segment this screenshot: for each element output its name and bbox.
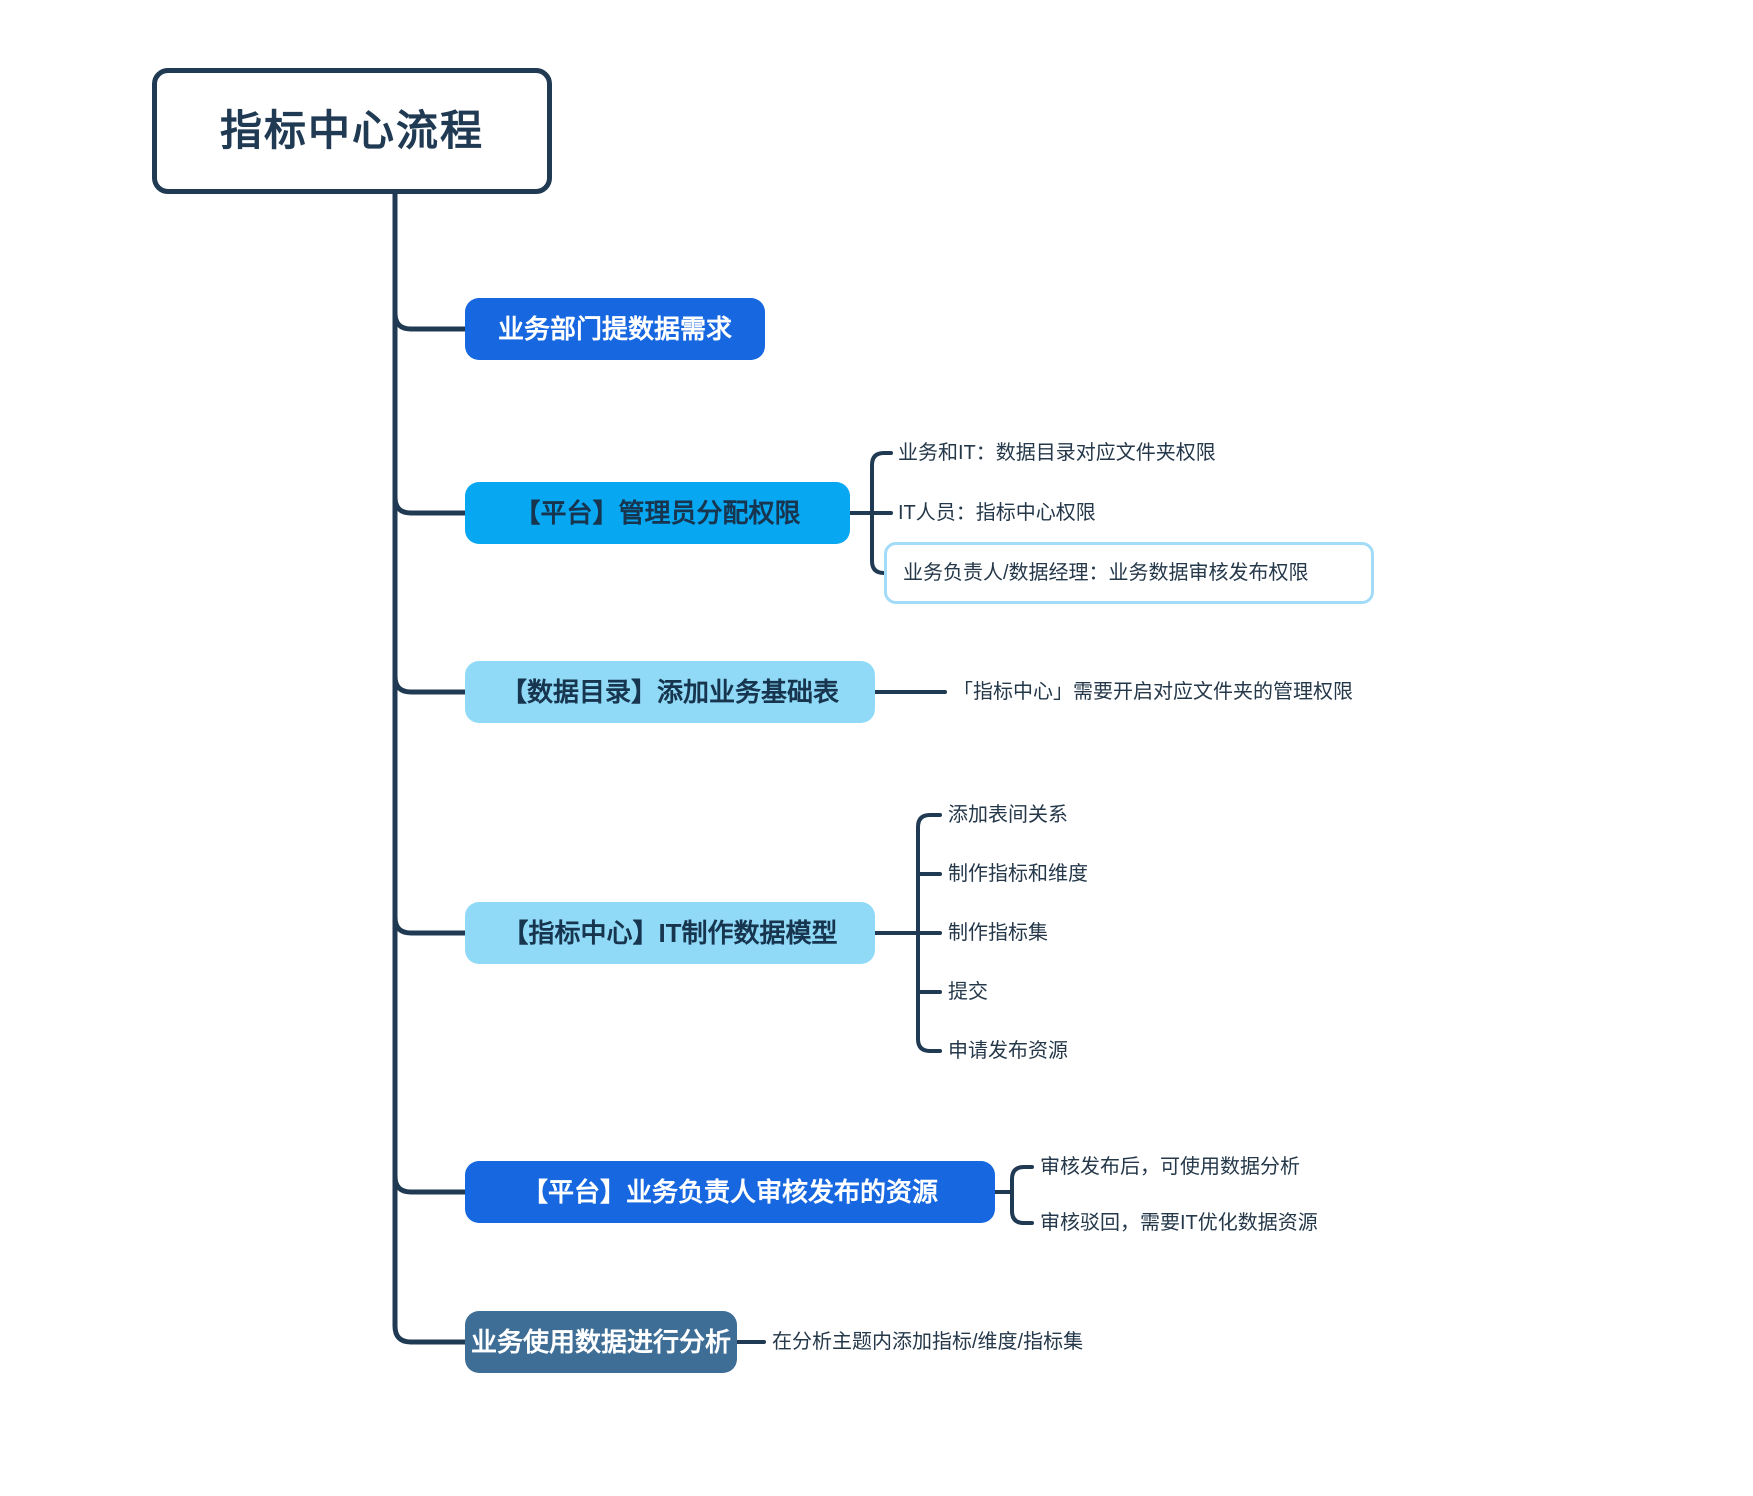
leaf-create-metric-set[interactable]: 制作指标集	[948, 922, 1048, 944]
leaf-create-metrics-and-dimensions[interactable]: 制作指标和维度	[948, 863, 1088, 885]
leaf-metric-center-folder-manage-permission[interactable]: 「指标中心」需要开启对应文件夹的管理权限	[953, 681, 1353, 703]
leaf-apply-publish-resources[interactable]: 申请发布资源	[948, 1040, 1068, 1062]
leaf-business-owner-review-publish-permission[interactable]: 业务负责人/数据经理：业务数据审核发布权限	[884, 542, 1374, 604]
leaf-business-and-it-folder-permission[interactable]: 业务和IT：数据目录对应文件夹权限	[898, 442, 1216, 464]
leaf-review-rejected-it-optimize[interactable]: 审核驳回，需要IT优化数据资源	[1040, 1212, 1318, 1234]
leaf-after-review-use-data-analysis[interactable]: 审核发布后，可使用数据分析	[1040, 1156, 1300, 1178]
node-platform-admin-assign-permissions[interactable]: 【平台】管理员分配权限	[465, 482, 850, 544]
node-business-dept-data-request[interactable]: 业务部门提数据需求	[465, 298, 765, 360]
leaf-it-staff-metric-center-permission[interactable]: IT人员：指标中心权限	[898, 502, 1096, 524]
node-business-use-data-analysis[interactable]: 业务使用数据进行分析	[465, 1311, 737, 1373]
node-platform-owner-review-published-resources[interactable]: 【平台】业务负责人审核发布的资源	[465, 1161, 995, 1223]
leaf-submit[interactable]: 提交	[948, 981, 988, 1003]
node-metric-center-it-build-data-model[interactable]: 【指标中心】IT制作数据模型	[465, 902, 875, 964]
root-node-title[interactable]: 指标中心流程	[152, 68, 552, 194]
node-data-catalog-add-base-tables[interactable]: 【数据目录】添加业务基础表	[465, 661, 875, 723]
leaf-add-metrics-dims-sets-in-analysis-theme[interactable]: 在分析主题内添加指标/维度/指标集	[772, 1331, 1084, 1353]
leaf-add-table-relations[interactable]: 添加表间关系	[948, 804, 1068, 826]
